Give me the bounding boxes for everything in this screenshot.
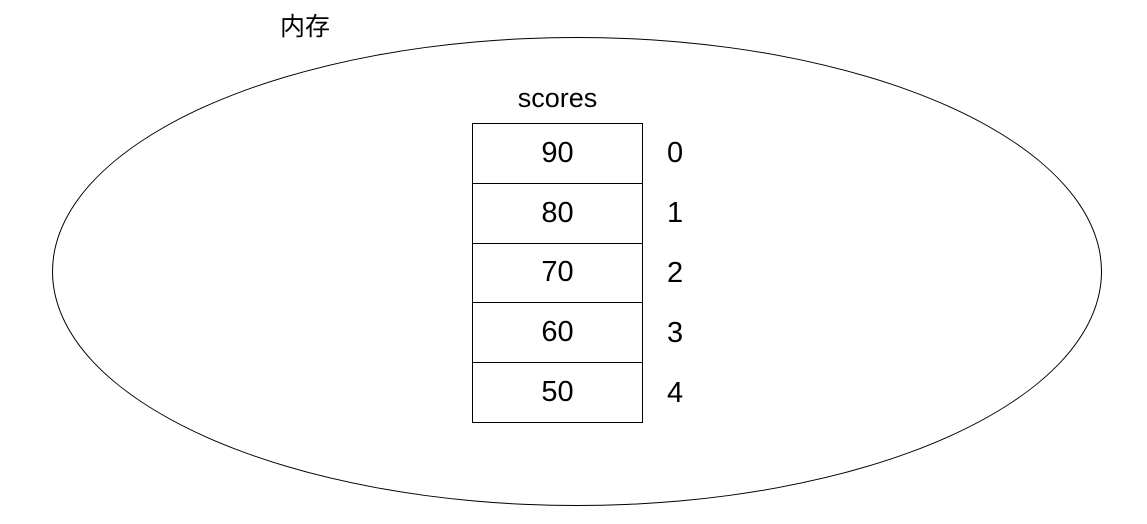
array-index-2: 2 — [667, 256, 684, 289]
array-cell-value: 80 — [541, 196, 574, 229]
array-cell-value: 60 — [541, 316, 574, 349]
array-cell-0: 90 — [473, 124, 642, 184]
array-name-label: scores — [517, 83, 598, 113]
memory-boundary-ellipse — [52, 37, 1102, 506]
array-cell-value: 50 — [541, 376, 574, 409]
array-index-4: 4 — [667, 376, 684, 409]
array-table: 90 80 70 60 50 — [472, 123, 643, 423]
array-index-3: 3 — [667, 316, 684, 349]
array-cell-value: 70 — [541, 256, 574, 289]
array-cell-1: 80 — [473, 184, 642, 244]
array-cell-4: 50 — [473, 363, 642, 422]
array-cell-value: 90 — [541, 136, 574, 169]
array-index-0: 0 — [667, 136, 684, 169]
array-index-column: 0 1 2 3 4 — [667, 123, 683, 423]
array-cell-2: 70 — [473, 244, 642, 304]
array-cell-3: 60 — [473, 303, 642, 364]
memory-label: 内存 — [280, 13, 331, 41]
array-index-1: 1 — [667, 196, 684, 229]
